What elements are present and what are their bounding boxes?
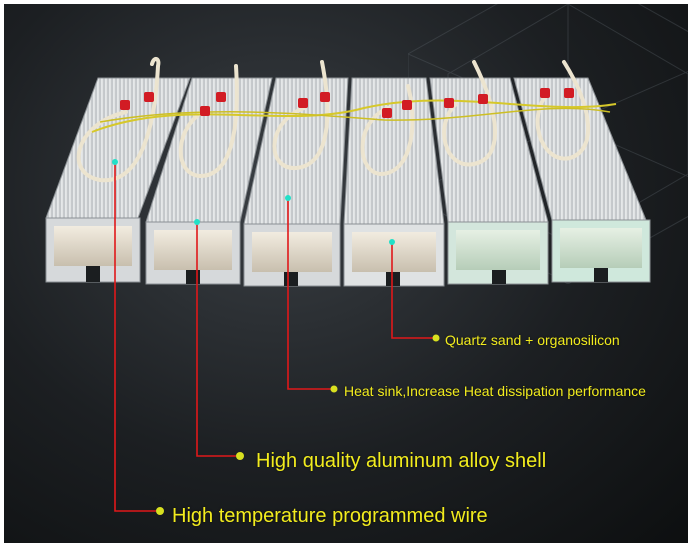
callout-label-quartz: Quartz sand + organosilicon (445, 332, 620, 348)
callout-anchor-dots (112, 159, 395, 245)
callout-label-heatsink: Heat sink,Increase Heat dissipation perf… (344, 383, 646, 399)
callout-line-quartz (391, 242, 434, 339)
callout-bullet-dots (156, 334, 440, 515)
binding-thread (91, 99, 617, 133)
resistor-illustration (45, 57, 651, 515)
callout-lines (114, 162, 434, 512)
resistor-front-faces (45, 217, 651, 287)
callout-line-wire (114, 162, 156, 512)
callout-label-wire: High temperature programmed wire (172, 505, 488, 527)
resistor-bodies (45, 77, 647, 225)
product-photo: Quartz sand + organosilicon Heat sink,In… (4, 4, 688, 543)
lead-wires (76, 57, 590, 183)
red-terminals (120, 88, 574, 118)
callout-label-shell: High quality aluminum alloy shell (256, 450, 547, 472)
callout-line-shell (196, 222, 236, 457)
callout-line-heatsink (287, 198, 332, 390)
